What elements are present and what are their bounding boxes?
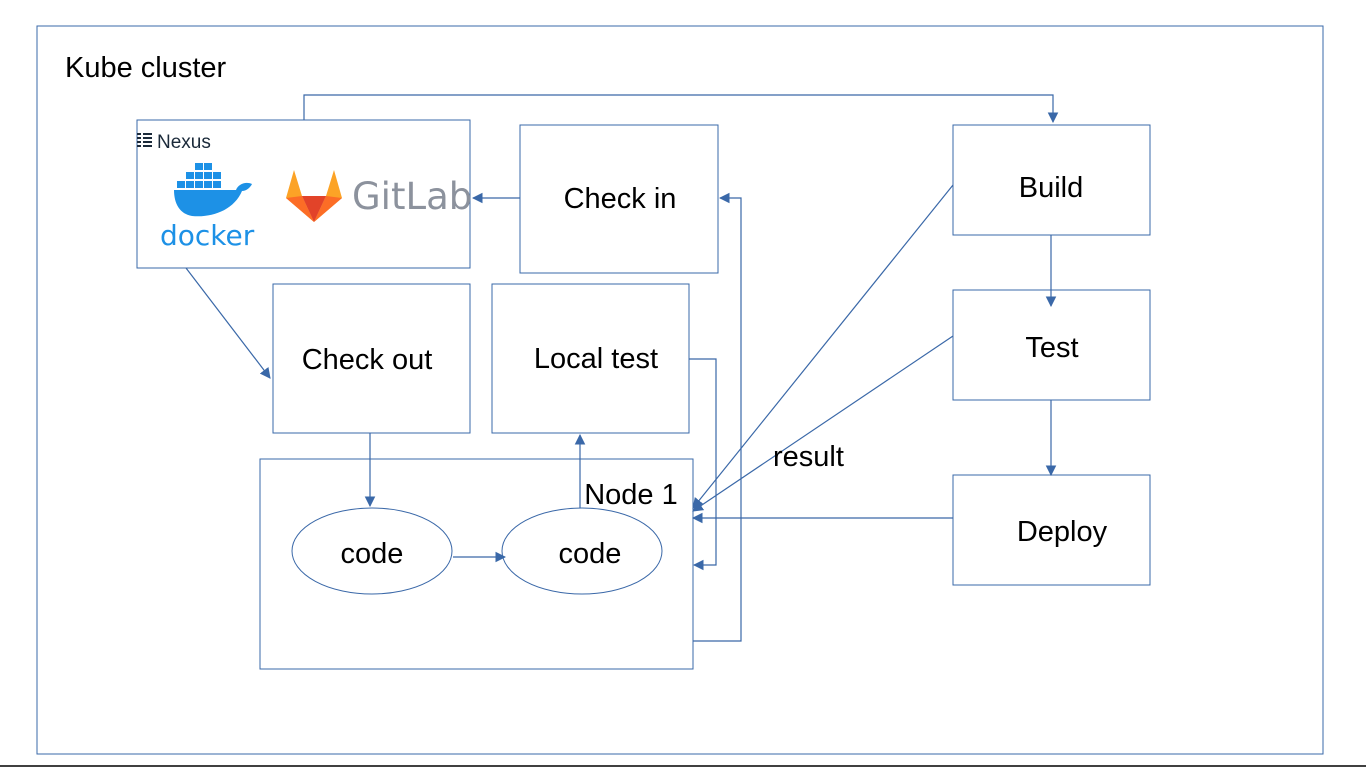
code-right-label: code [559,538,622,570]
build-box [952,124,1151,236]
nexus-label: Nexus [157,132,211,153]
check-out-box [272,283,471,434]
nexus-logo-icon [137,133,152,147]
deploy-step: Deploy [952,474,1151,586]
repo-to-checkout-arrow [185,267,271,379]
deploy-box [952,474,1151,586]
deploy-label: Deploy [1017,516,1108,548]
test-box [952,289,1151,401]
node-1-label: Node 1 [584,479,678,511]
local-test-label: Local test [534,343,658,375]
test-step: Test [952,289,1151,401]
node-to-checkin-arrow [693,192,742,642]
check-in-box [519,124,719,274]
code-left-label: code [341,538,404,570]
gitlab-label: GitLab [352,175,472,218]
check-in-label: Check in [564,183,677,215]
code-ellipse-left [291,507,453,595]
code-ellipse-right [501,507,663,595]
build-step: Build [952,124,1151,236]
test-result-arrow [692,335,954,512]
build-result-arrow [692,184,954,509]
local-test-step: Local test [491,283,690,434]
cluster-label: Kube cluster [65,52,227,84]
node-1: Node 1 code code [259,458,694,670]
test-label: Test [1025,332,1078,364]
result-label: result [773,441,844,473]
docker-label: docker [160,219,255,252]
check-out-label: Check out [302,344,433,376]
connectors [185,94,1059,642]
docker-whale-icon [174,163,252,217]
repo-to-build-arrow [303,94,1059,124]
check-out-step: Check out [272,283,471,434]
build-label: Build [1019,172,1084,204]
local-test-box [491,283,690,434]
localtest-to-node-arrow [689,358,717,571]
gitlab-fox-icon [286,170,342,222]
check-in-step: Check in [519,124,719,274]
